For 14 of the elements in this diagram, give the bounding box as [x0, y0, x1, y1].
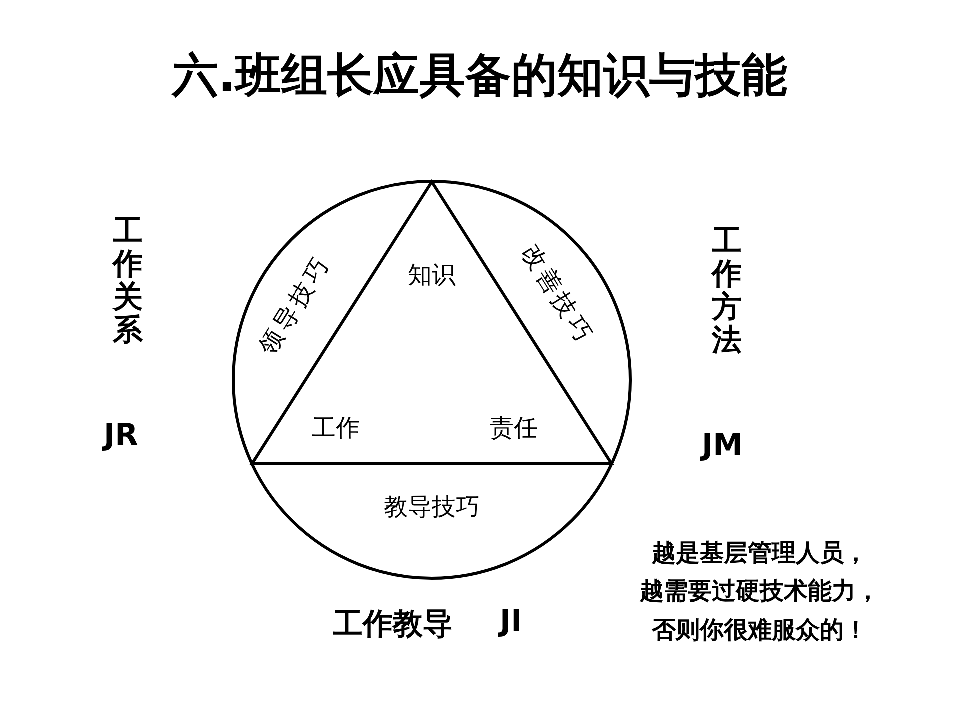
caption-label: JI [500, 604, 522, 639]
title: 六.班组长应具备的知识与技能 [170, 47, 789, 104]
node-label: 改善技巧 [515, 239, 601, 351]
side-label: JR [104, 418, 138, 453]
side-label: JM [702, 428, 744, 463]
side-label: 工作关系 [113, 215, 143, 347]
node-label: 责任 [490, 413, 538, 444]
node-label: 工作 [312, 413, 360, 444]
side-label: 工作方法 [712, 225, 742, 357]
node-label: 知识 [408, 260, 456, 291]
note-text: 越是基层管理人员，越需要过硬技术能力，否则你很难服众的！ [638, 537, 881, 646]
node-label: 领导技巧 [252, 249, 338, 361]
caption-label: 工作教导 [333, 606, 453, 644]
node-label: 教导技巧 [384, 492, 480, 523]
